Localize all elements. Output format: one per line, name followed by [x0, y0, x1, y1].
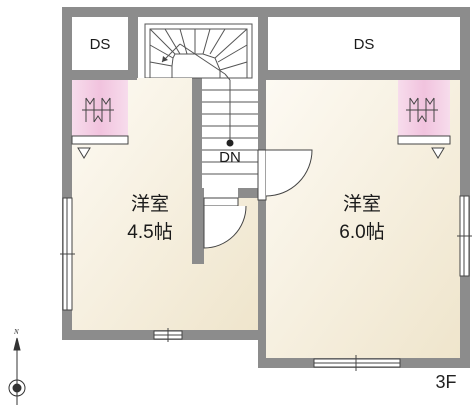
- storage-left: [72, 17, 128, 70]
- door-right-room: [257, 149, 313, 201]
- window-right-wall: [457, 195, 472, 277]
- compass: [8, 337, 26, 405]
- window-left-bottom: [153, 328, 183, 342]
- room-left-size: 4.5帖: [127, 222, 173, 243]
- room-right-size: 6.0帖: [339, 222, 385, 243]
- floor-label: 3F: [435, 372, 457, 392]
- storage-left-label: DS: [89, 36, 111, 53]
- room-left-name: 洋室: [130, 194, 169, 215]
- closet-left: [71, 80, 129, 159]
- window-right-bottom: [313, 355, 401, 371]
- staircase: [138, 17, 258, 188]
- window-left-wall: [60, 197, 75, 311]
- room-right-floor: [266, 80, 460, 358]
- storage-right: [268, 17, 460, 70]
- storage-right-label: DS: [353, 36, 375, 53]
- stairs-direction-label: DN: [219, 149, 241, 166]
- room-right-name: 洋室: [342, 194, 381, 215]
- closet-right: [397, 80, 451, 159]
- door-left-room: [203, 197, 247, 249]
- compass-north-label: N: [13, 328, 19, 336]
